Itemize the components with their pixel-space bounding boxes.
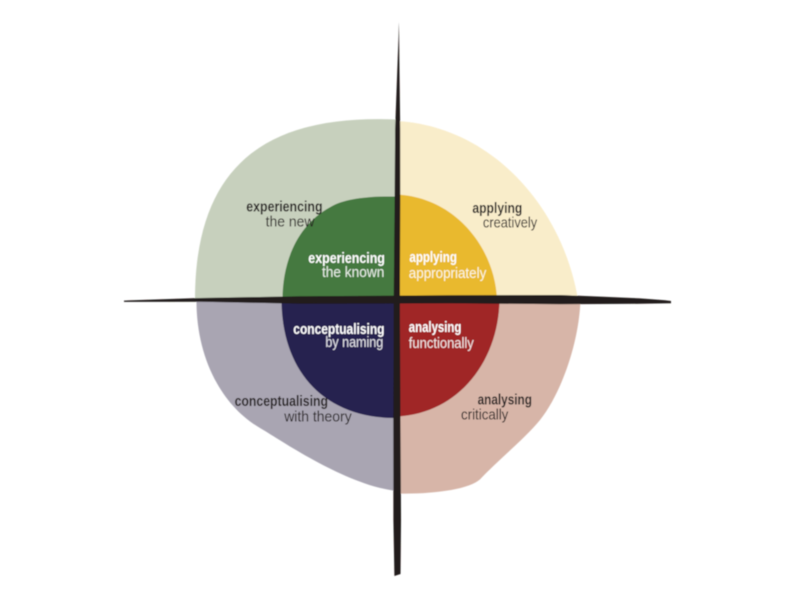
svg-text:analysing: analysing bbox=[409, 319, 462, 336]
svg-text:conceptualising: conceptualising bbox=[293, 321, 384, 338]
svg-text:with theory: with theory bbox=[283, 410, 352, 426]
svg-text:appropriately: appropriately bbox=[409, 266, 487, 282]
svg-text:experiencing: experiencing bbox=[308, 250, 385, 267]
svg-text:conceptualising: conceptualising bbox=[235, 393, 328, 410]
svg-text:analysing: analysing bbox=[478, 392, 532, 409]
svg-text:functionally: functionally bbox=[409, 336, 475, 352]
svg-text:applying: applying bbox=[472, 200, 522, 217]
svg-text:experiencing: experiencing bbox=[246, 198, 322, 215]
svg-text:by naming: by naming bbox=[325, 335, 383, 351]
svg-text:applying: applying bbox=[409, 249, 457, 266]
svg-text:the new: the new bbox=[266, 214, 315, 230]
svg-text:critically: critically bbox=[461, 407, 509, 423]
svg-text:creatively: creatively bbox=[483, 216, 538, 232]
svg-text:the known: the known bbox=[322, 265, 384, 281]
